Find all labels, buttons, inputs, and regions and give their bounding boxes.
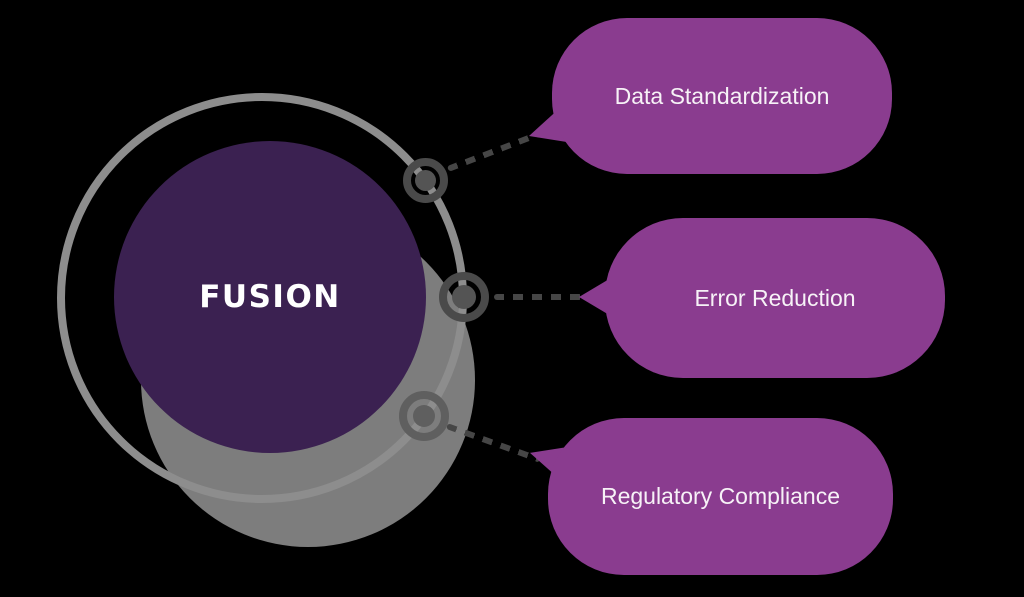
bubble-label: Regulatory Compliance	[600, 483, 841, 509]
bubble-label: Data Standardization	[614, 82, 830, 109]
bubble-data-standardization: Data Standardization	[552, 18, 892, 174]
fusion-circle: FUSION	[114, 141, 426, 453]
bubble-label: Error Reduction	[694, 284, 856, 311]
node-dot-icon	[415, 170, 436, 191]
dotted-connector-middle	[494, 294, 582, 300]
orbit-node-icon	[403, 158, 448, 203]
orbit-node-icon	[439, 272, 489, 322]
fusion-label: FUSION	[199, 279, 341, 315]
bubble-regulatory-compliance: Regulatory Compliance	[548, 418, 893, 575]
orbit-node-icon	[399, 391, 449, 441]
node-dot-icon	[452, 285, 476, 309]
bubble-error-reduction: Error Reduction	[605, 218, 945, 378]
node-dot-icon	[413, 405, 435, 427]
